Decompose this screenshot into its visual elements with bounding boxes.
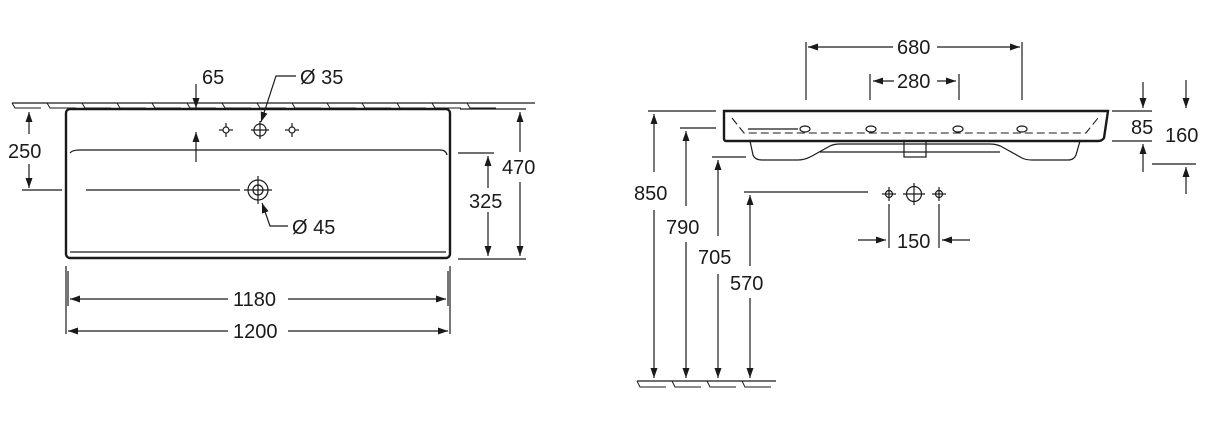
top-view: 65 Ø 35 Ø 45 250 470 325 1180 [8, 67, 535, 343]
basin-profile [722, 109, 1110, 143]
dim-280-label: 280 [897, 71, 930, 93]
drain-icon [244, 176, 272, 204]
dim-470-label: 470 [502, 157, 535, 179]
dim-325-label: 325 [469, 191, 502, 213]
dim-dia45-label: Ø 45 [292, 217, 335, 239]
floor-hatch [636, 380, 776, 388]
dim-680-label: 680 [897, 37, 930, 59]
tap-hole-left-icon [219, 123, 233, 137]
drain-side-left-icon [882, 187, 896, 201]
profile-hole-4-icon [1016, 125, 1028, 133]
dim-85-label: 85 [1131, 117, 1153, 139]
basin-outline [64, 107, 452, 260]
drain-side-right-icon [932, 187, 946, 201]
dim-1200-label: 1200 [233, 321, 278, 343]
drain-side-center-icon [903, 183, 925, 205]
tap-hole-right-icon [285, 123, 299, 137]
dim-790-label: 790 [666, 217, 699, 239]
profile-hole-2-icon [865, 125, 877, 133]
side-view: 680 280 85 160 850 790 705 [634, 37, 1198, 388]
profile-hole-1-icon [799, 125, 811, 133]
dim-570-label: 570 [730, 273, 763, 295]
dim-250-label: 250 [8, 141, 41, 163]
dim-705-label: 705 [698, 247, 731, 269]
wall-hatch-top [11, 102, 535, 109]
dim-dia35-label: Ø 35 [300, 67, 343, 89]
dim-160-label: 160 [1165, 125, 1198, 147]
basin-underside [749, 140, 1081, 161]
basin-siphon [903, 140, 927, 158]
dim-65-label: 65 [202, 67, 224, 89]
profile-hole-3-icon [952, 125, 964, 133]
dim-850-label: 850 [634, 183, 667, 205]
dim-150-label: 150 [897, 231, 930, 253]
dim-1180-label: 1180 [233, 289, 276, 311]
basin-inner-rim [69, 149, 448, 156]
tap-hole-center-icon [251, 121, 269, 139]
